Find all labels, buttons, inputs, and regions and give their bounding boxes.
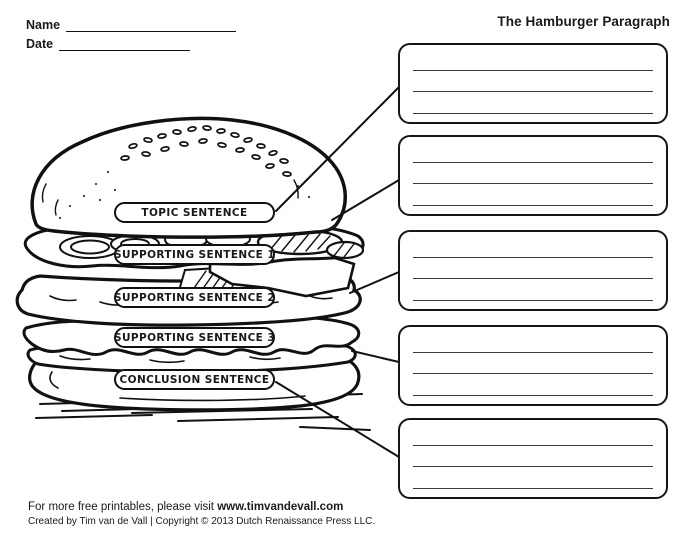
- connector-line-4: [351, 350, 400, 363]
- connector-line-5: [275, 381, 400, 458]
- banner-supporting-sentence-2: SUPPORTING SENTENCE 2: [114, 287, 275, 308]
- writing-line[interactable]: [413, 373, 653, 374]
- name-field-row: Name: [26, 18, 237, 32]
- footer-promo-line: For more free printables, please visit w…: [28, 501, 343, 513]
- date-label: Date: [26, 37, 54, 51]
- writing-line[interactable]: [413, 70, 653, 71]
- bun-specks: [59, 171, 310, 219]
- writing-box-3: [398, 230, 668, 311]
- writing-line[interactable]: [413, 300, 653, 301]
- writing-line[interactable]: [413, 205, 653, 206]
- writing-box-1: [398, 43, 668, 124]
- cheese-slice: [208, 255, 356, 298]
- writing-line[interactable]: [413, 113, 653, 114]
- banner-supporting-sentence-1: SUPPORTING SENTENCE 1: [114, 244, 275, 265]
- writing-line[interactable]: [413, 162, 653, 163]
- writing-line[interactable]: [413, 183, 653, 184]
- sesame-seeds: [120, 125, 292, 177]
- writing-box-5: [398, 418, 668, 499]
- connector-line-2: [331, 179, 400, 221]
- date-input-line[interactable]: [59, 37, 191, 51]
- writing-line[interactable]: [413, 466, 653, 467]
- footer-website-link[interactable]: www.timvandevall.com: [217, 501, 344, 513]
- writing-box-4: [398, 325, 668, 406]
- banner-conclusion-sentence: CONCLUSION SENTENCE: [114, 369, 275, 390]
- writing-line[interactable]: [413, 445, 653, 446]
- page-title: The Hamburger Paragraph: [497, 14, 670, 29]
- banner-supporting-sentence-3: SUPPORTING SENTENCE 3: [114, 327, 275, 348]
- writing-line[interactable]: [413, 278, 653, 279]
- writing-line[interactable]: [413, 257, 653, 258]
- date-field-row: Date: [26, 37, 191, 51]
- footer-promo-text: For more free printables, please visit: [28, 501, 218, 513]
- writing-line[interactable]: [413, 91, 653, 92]
- writing-box-2: [398, 135, 668, 216]
- connector-line-3: [349, 271, 400, 294]
- footer-copyright: Created by Tim van de Vall | Copyright ©…: [28, 516, 376, 527]
- writing-line[interactable]: [413, 488, 653, 489]
- banner-topic-sentence: TOPIC SENTENCE: [114, 202, 275, 223]
- name-label: Name: [26, 18, 61, 32]
- name-input-line[interactable]: [66, 18, 237, 32]
- connector-line-1: [275, 86, 400, 212]
- connector-lines: [275, 86, 400, 458]
- writing-line[interactable]: [413, 352, 653, 353]
- writing-line[interactable]: [413, 395, 653, 396]
